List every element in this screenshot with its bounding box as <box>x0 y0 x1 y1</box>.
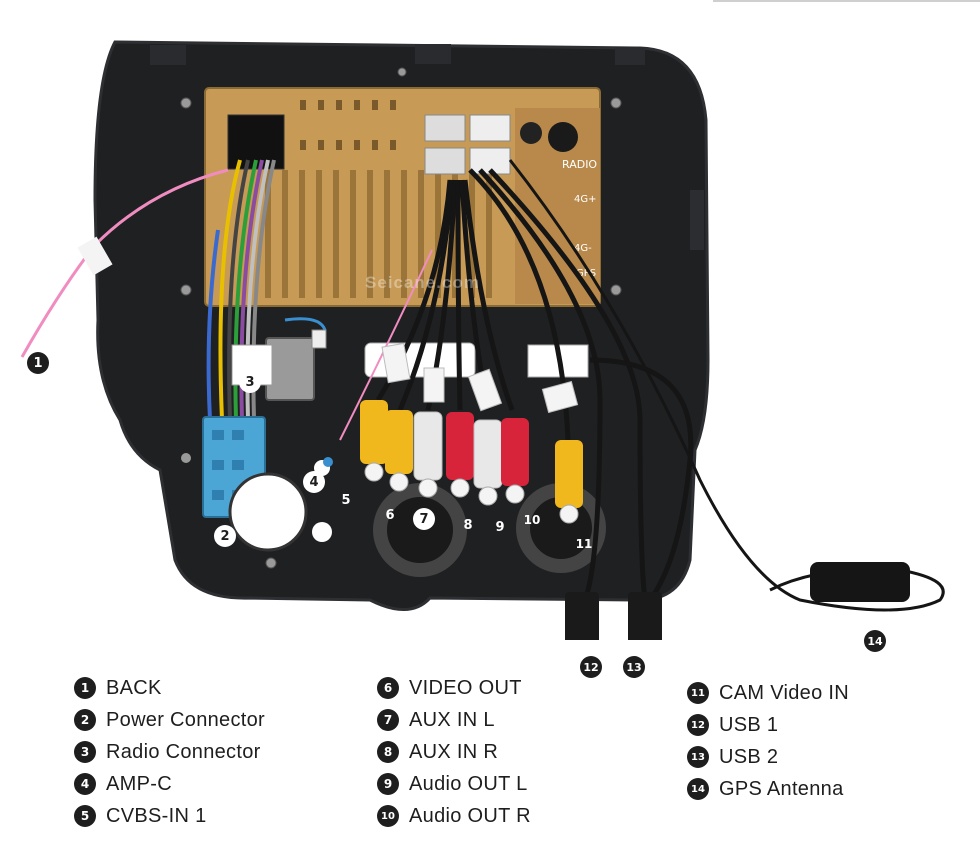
badge-6: 6 <box>385 507 395 523</box>
amp-c-wire <box>339 249 433 441</box>
product-photo: RADIO 4G+ 4G- GPS <box>20 40 945 640</box>
g4-plus-label: 4G+ <box>574 194 597 205</box>
white-connector-bottom <box>469 147 511 175</box>
legend-number: 3 <box>74 741 96 763</box>
legend-item: 9 Audio OUT L <box>377 768 531 800</box>
gps-label: GPS <box>576 268 596 279</box>
badge-13: 13 <box>623 656 645 678</box>
legend-number: 9 <box>377 773 399 795</box>
badge-7: 7 <box>413 508 435 530</box>
legend-label: Audio OUT L <box>409 772 528 795</box>
white-connector-top <box>469 114 511 142</box>
legend-number: 14 <box>687 778 709 800</box>
badge-5: 5 <box>341 492 351 508</box>
badge-11: 11 <box>575 537 593 551</box>
legend-number: 6 <box>377 677 399 699</box>
legend-item: 7 AUX IN L <box>377 704 531 736</box>
legend-label: CAM Video IN <box>719 681 849 704</box>
legend-number: 11 <box>687 682 709 704</box>
legend-item: 8 AUX IN R <box>377 736 531 768</box>
legend-label: AUX IN L <box>409 708 495 731</box>
radio-label: RADIO <box>562 158 597 171</box>
usb-cables <box>478 168 648 601</box>
legend-label: USB 1 <box>719 713 779 736</box>
legend-label: AUX IN R <box>409 740 499 763</box>
legend-item: 6 VIDEO OUT <box>377 672 531 704</box>
legend-item: 13 USB 2 <box>687 741 849 773</box>
badge-10: 10 <box>523 513 541 527</box>
legend-number: 10 <box>377 805 399 827</box>
legend-number: 4 <box>74 773 96 795</box>
legend-item: 10 Audio OUT R <box>377 800 531 832</box>
legend-label: VIDEO OUT <box>409 676 522 699</box>
legend-item: 4 AMP-C <box>74 768 265 800</box>
gps-antenna <box>810 562 910 602</box>
legend-number: 1 <box>74 677 96 699</box>
legend-item: 12 USB 1 <box>687 709 849 741</box>
badge-8: 8 <box>463 517 473 533</box>
badge-1: 1 <box>27 352 49 374</box>
legend-label: AMP-C <box>106 772 172 795</box>
legend-label: Radio Connector <box>106 740 261 763</box>
badge-3: 3 <box>239 371 261 393</box>
top-rule <box>713 0 980 2</box>
legend-number: 2 <box>74 709 96 731</box>
badge-2: 2 <box>214 525 236 547</box>
legend-item: 2 Power Connector <box>74 704 265 736</box>
radio-connector <box>265 337 315 401</box>
legend-item: 11 CAM Video IN <box>687 677 849 709</box>
legend-label: Power Connector <box>106 708 266 731</box>
legend-label: BACK <box>106 676 162 699</box>
legend-label: CVBS-IN 1 <box>106 804 207 827</box>
badge-12: 12 <box>580 656 602 678</box>
legend-number: 13 <box>687 746 709 768</box>
legend-number: 12 <box>687 714 709 736</box>
legend-label: USB 2 <box>719 745 779 768</box>
usb-plug-1 <box>565 592 599 640</box>
badge-14: 14 <box>864 630 886 652</box>
watermark: Seicane.com <box>365 273 480 292</box>
legend-number: 8 <box>377 741 399 763</box>
rca-plugs <box>360 400 583 524</box>
legend-item: 1 BACK <box>74 672 265 704</box>
g4-minus-label: 4G- <box>574 243 592 254</box>
legend-item: 5 CVBS-IN 1 <box>74 800 265 832</box>
legend-label: Audio OUT R <box>409 804 531 827</box>
legend-number: 5 <box>74 805 96 827</box>
usb-plug-2 <box>628 592 662 640</box>
legend-column-3: 11 CAM Video IN 12 USB 1 13 USB 2 14 GPS Ant… <box>687 677 849 805</box>
badge-9: 9 <box>495 519 505 535</box>
legend-item: 3 Radio Connector <box>74 736 265 768</box>
legend-number: 7 <box>377 709 399 731</box>
badge-4: 4 <box>303 471 325 493</box>
legend-label: GPS Antenna <box>719 777 844 800</box>
legend-item: 14 GPS Antenna <box>687 773 849 805</box>
